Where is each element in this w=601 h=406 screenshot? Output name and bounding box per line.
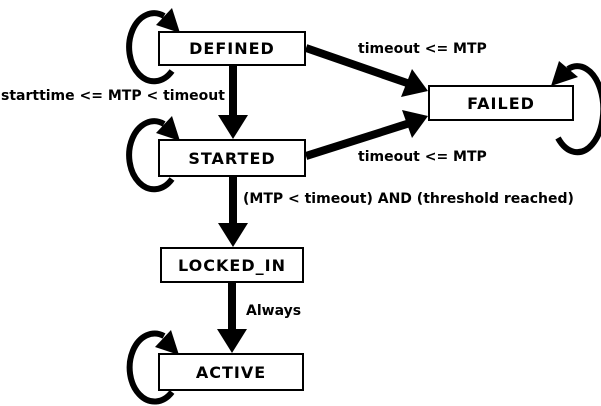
state-defined: DEFINED xyxy=(158,31,306,66)
arrowhead-defined-to-failed xyxy=(401,69,428,97)
arrowhead-self-loop-active xyxy=(155,330,179,355)
state-started: STARTED xyxy=(158,139,306,177)
arrowhead-self-loop-started xyxy=(156,116,180,141)
arrowhead-started-to-locked-in xyxy=(218,223,248,247)
arrowhead-self-loop-failed xyxy=(551,61,578,86)
state-failed: FAILED xyxy=(428,85,574,121)
edge-label-defined-to-started: starttime <= MTP < timeout xyxy=(1,88,225,104)
edge-label-started-to-failed: timeout <= MTP xyxy=(358,149,487,165)
state-active: ACTIVE xyxy=(158,353,304,391)
edge-label-locked-in-to-active: Always xyxy=(246,303,302,319)
arrowhead-self-loop-defined xyxy=(156,8,180,33)
arrowhead-defined-to-started xyxy=(218,115,248,139)
arrowhead-locked-in-to-active xyxy=(217,329,247,353)
arrowhead-started-to-failed xyxy=(402,110,428,138)
state-locked-in: LOCKED_IN xyxy=(160,247,304,283)
edge-label-defined-to-failed: timeout <= MTP xyxy=(358,41,487,57)
edge-label-started-to-locked-in: (MTP < timeout) AND (threshold reached) xyxy=(243,191,574,207)
